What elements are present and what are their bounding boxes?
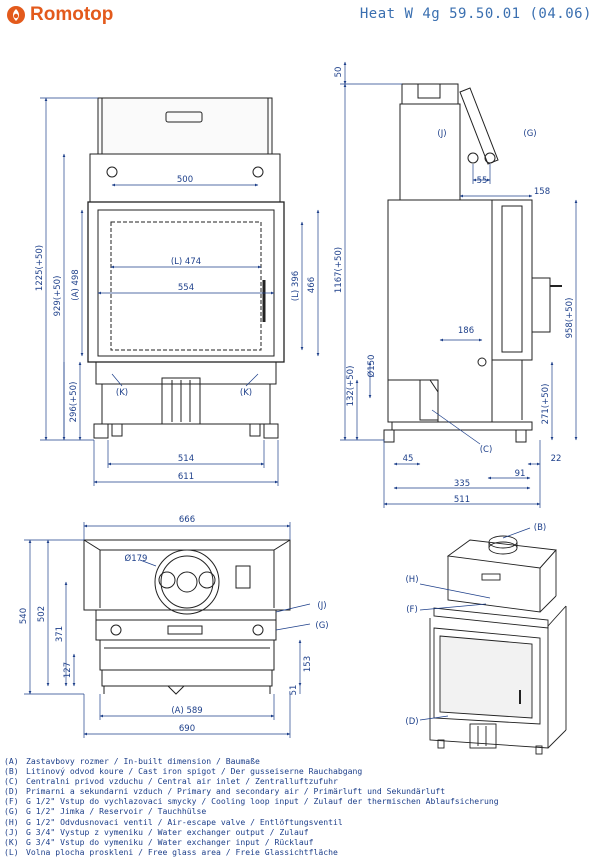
legend-item: (A)Zastavbovy rozmer / In-built dimensio… — [4, 756, 260, 766]
label-k-right: (K) — [240, 388, 252, 398]
legend-item: (K)G 3/4" Vstup do vymeniku / Water exch… — [4, 836, 314, 847]
dim-51: 51 — [289, 685, 299, 696]
dim-589: (A) 589 — [171, 706, 202, 716]
dim-186: 186 — [458, 326, 474, 336]
top-view — [83, 539, 291, 695]
legend-item: (G)G 1/2" Jimka / Reservoir / Tauchhülse — [4, 806, 207, 817]
connector-j — [467, 152, 479, 164]
dim-396: (L) 396 — [291, 271, 301, 301]
label-k-left: (K) — [116, 388, 128, 398]
dim-179: Ø179 — [125, 553, 148, 564]
connector-g — [484, 152, 496, 164]
dim-132: 132(+50) — [346, 366, 356, 407]
isometric-view — [429, 535, 567, 755]
dim-371: 371 — [55, 626, 65, 642]
dim-55: 55 — [477, 176, 488, 186]
top-labels: 666 Ø179 540 502 371 127 153 51 (A) 589 … — [19, 515, 329, 734]
dim-22: 22 — [551, 454, 562, 464]
isometric-callouts — [419, 527, 531, 721]
dim-1167: 1167(+50) — [334, 247, 344, 293]
dim-158: 158 — [534, 187, 550, 197]
label-h: (H) — [405, 575, 418, 585]
dim-153: 153 — [303, 656, 313, 672]
label-g: (G) — [523, 129, 536, 139]
dim-690: 690 — [179, 724, 195, 734]
dim-498: (A) 498 — [71, 269, 81, 300]
dim-514: 514 — [178, 454, 194, 464]
dim-127: 127 — [63, 662, 73, 678]
brand-name: Romotop — [30, 4, 114, 25]
legend: (A)Zastavbovy rozmer / In-built dimensio… — [4, 756, 596, 857]
label-j: (J) — [437, 129, 446, 139]
front-view — [87, 97, 285, 439]
label-b: (B) — [534, 523, 546, 533]
dim-502: 502 — [37, 606, 47, 622]
legend-item: (C)Centralni privod vzduchu / Central ai… — [4, 776, 338, 787]
label-top-j: (J) — [317, 601, 326, 611]
dim-929: 929(+50) — [53, 276, 63, 317]
dim-611: 611 — [178, 472, 194, 482]
side-dimensions — [340, 61, 578, 508]
dim-1225: 1225(+50) — [35, 245, 45, 291]
side-labels: 50 (J) (G) 55 158 1167(+50) 958(+50) 186… — [334, 67, 575, 505]
brand-logo: Romotop — [6, 4, 113, 26]
dim-511: 511 — [454, 495, 470, 505]
dim-150: Ø150 — [366, 355, 377, 378]
front-dimensions — [40, 97, 320, 486]
legend-item: (J)G 3/4" Vystup z vymeniku / Water exch… — [4, 826, 309, 837]
connector-k-right — [252, 166, 264, 178]
dim-296: 296(+50) — [69, 382, 79, 423]
side-view — [383, 83, 562, 443]
top-dimensions — [24, 522, 311, 738]
dim-554: 554 — [178, 283, 194, 293]
dim-45: 45 — [403, 454, 414, 464]
legend-item: (B)Litinový odvod koure / Cast iron spig… — [4, 766, 363, 777]
label-f: (F) — [406, 605, 418, 615]
dim-335: 335 — [454, 479, 470, 489]
romotop-logo-icon — [7, 6, 25, 24]
dim-958: 958(+50) — [565, 298, 575, 339]
dim-50: 50 — [334, 67, 344, 78]
isometric-labels: (B) (H) (F) (D) — [405, 523, 546, 727]
dim-91: 91 — [515, 469, 526, 479]
dim-540: 540 — [19, 608, 29, 624]
label-c: (C) — [480, 445, 493, 455]
front-labels: 500 (L) 474 554 (A) 498 (L) 396 466 929(… — [35, 175, 317, 482]
dim-271: 271(+50) — [541, 384, 551, 425]
label-d: (D) — [405, 717, 418, 727]
legend-item: (F)G 1/2" Vstup do vychlazovaci smycky /… — [4, 796, 499, 807]
connector-k-left — [106, 166, 118, 178]
dim-666: 666 — [179, 515, 195, 525]
dim-474: (L) 474 — [171, 257, 201, 267]
legend-item: (L)Volna plocha proskleni / Free glass a… — [4, 846, 338, 857]
flue-collar — [154, 549, 220, 615]
drawing-title: Heat W 4g 59.50.01 (04.06) — [359, 6, 592, 22]
legend-item: (D)Primarni a sekundarni vzduch / Primar… — [4, 786, 446, 797]
label-top-g: (G) — [315, 621, 328, 631]
dim-500: 500 — [177, 175, 193, 185]
legend-item: (H)G 1/2" Odvdusnovaci ventil / Air-esca… — [4, 816, 343, 827]
dim-466: 466 — [307, 277, 317, 293]
